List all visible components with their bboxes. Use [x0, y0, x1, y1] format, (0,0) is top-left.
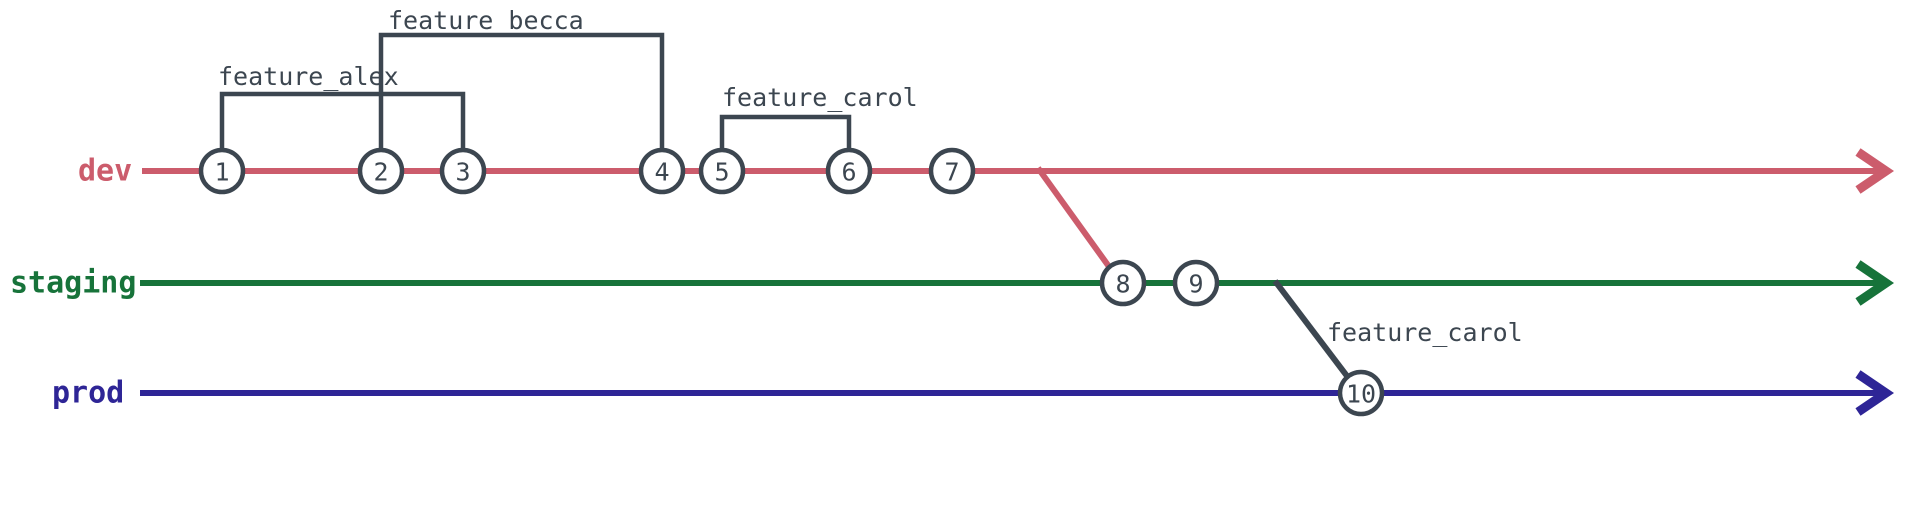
feature-label-carol-dev: feature_carol [722, 83, 918, 112]
branch-label-prod: prod [52, 376, 124, 411]
bracket-feature-carol [719, 114, 852, 150]
commit-circle-6[interactable] [825, 147, 873, 195]
branch-lanes [140, 168, 1880, 396]
commit-circle-3[interactable] [439, 147, 487, 195]
commit-circle-2[interactable] [357, 147, 405, 195]
commit-node-8[interactable]: 8 [1099, 259, 1147, 307]
bracket-feature-becca [378, 32, 665, 150]
commit-label-3: 3 [455, 158, 470, 187]
commit-node-3[interactable]: 3 [439, 147, 487, 195]
commit-circle-5[interactable] [698, 147, 746, 195]
commit-node-7[interactable]: 7 [928, 147, 976, 195]
arrowhead-dev-icon [1855, 148, 1895, 194]
commit-circle-10[interactable] [1337, 369, 1385, 417]
feature-label-carol-prod: feature_carol [1327, 318, 1523, 347]
feature-branch-labels: feature_alex feature_becca feature_carol… [218, 6, 1523, 347]
merge-line-dev-to-staging [1035, 166, 1113, 270]
commit-circle-7[interactable] [928, 147, 976, 195]
branch-name-labels: dev staging prod [10, 154, 136, 411]
commit-node-1[interactable]: 1 [198, 147, 246, 195]
commit-label-10: 10 [1346, 380, 1376, 409]
commit-node-6[interactable]: 6 [825, 147, 873, 195]
commit-label-1: 1 [214, 158, 229, 187]
lane-arrowheads [1855, 148, 1895, 416]
commit-nodes: 1 2 3 4 5 6 7 [198, 147, 1385, 417]
commit-node-2[interactable]: 2 [357, 147, 405, 195]
branch-label-staging: staging [10, 266, 136, 301]
bracket-feature-alex [219, 91, 466, 150]
feature-brackets [219, 32, 852, 150]
commit-label-9: 9 [1188, 270, 1203, 299]
commit-node-5[interactable]: 5 [698, 147, 746, 195]
commit-label-7: 7 [944, 158, 959, 187]
commit-circle-9[interactable] [1172, 259, 1220, 307]
feature-label-becca: feature_becca [388, 6, 584, 35]
branch-label-dev: dev [78, 154, 132, 189]
feature-label-alex: feature_alex [218, 62, 399, 91]
commit-node-4[interactable]: 4 [638, 147, 686, 195]
arrowhead-staging-icon [1855, 260, 1895, 306]
commit-label-5: 5 [714, 158, 729, 187]
arrowhead-prod-icon [1855, 370, 1895, 416]
commit-label-6: 6 [841, 158, 856, 187]
commit-label-8: 8 [1115, 270, 1130, 299]
commit-node-9[interactable]: 9 [1172, 259, 1220, 307]
commit-circle-4[interactable] [638, 147, 686, 195]
commit-label-4: 4 [654, 158, 669, 187]
commit-node-10[interactable]: 10 [1337, 369, 1385, 417]
merge-lines [1035, 166, 1353, 382]
merge-line-staging-to-prod [1272, 279, 1353, 382]
commit-label-2: 2 [373, 158, 388, 187]
commit-circle-8[interactable] [1099, 259, 1147, 307]
commit-circle-1[interactable] [198, 147, 246, 195]
